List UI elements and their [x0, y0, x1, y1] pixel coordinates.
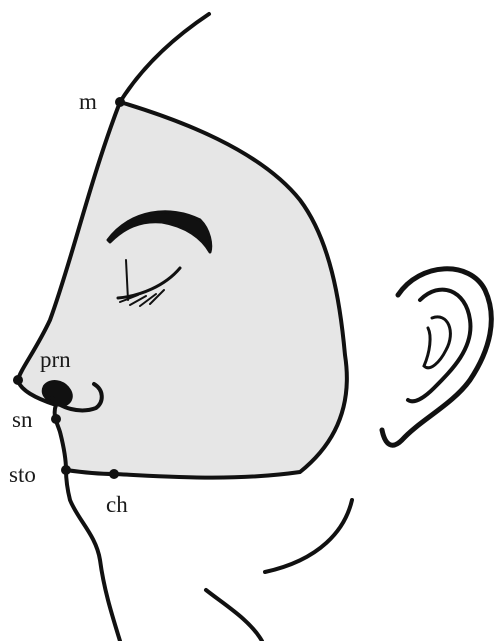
neck-line — [265, 500, 352, 572]
label-sto: sto — [9, 463, 36, 486]
landmark-point-prn — [13, 375, 23, 385]
landmark-point-m — [115, 97, 125, 107]
shaded-facial-region — [18, 102, 347, 478]
landmark-point-ch — [109, 469, 119, 479]
label-ch: ch — [106, 493, 128, 516]
label-prn: prn — [40, 348, 71, 371]
label-m: m — [79, 90, 97, 113]
ear-inner — [408, 290, 470, 402]
landmark-point-sn — [51, 414, 61, 424]
landmark-point-sto — [61, 465, 71, 475]
ear-outer — [382, 269, 491, 445]
ear-fold — [424, 317, 450, 368]
label-sn: sn — [12, 408, 32, 431]
neck-front-line — [206, 590, 262, 641]
